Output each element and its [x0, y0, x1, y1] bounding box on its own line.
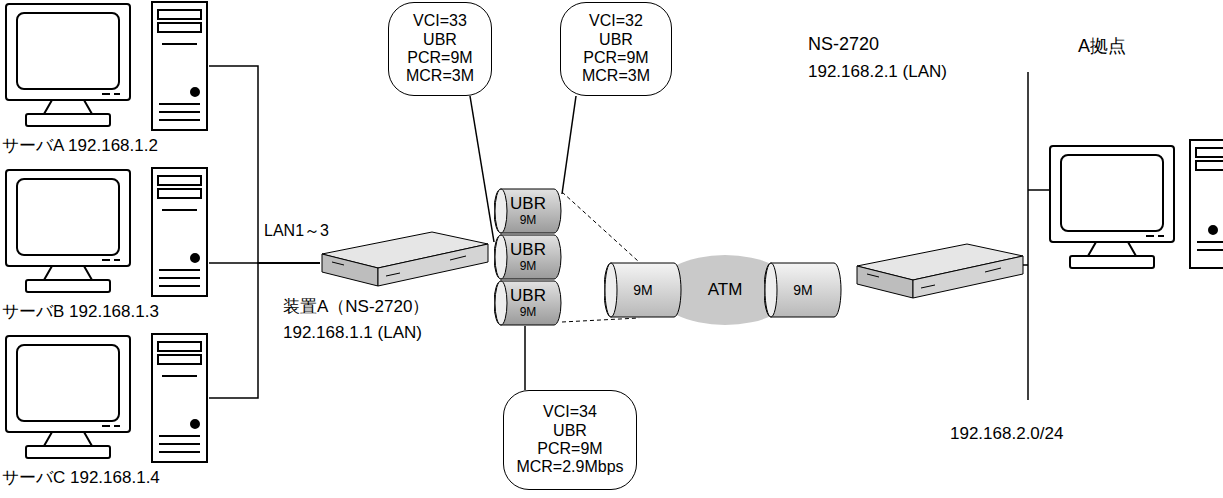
- callout-bubble: VCI=34UBRPCR=9MMCR=2.9Mbps: [503, 390, 637, 490]
- label-holder: 192.168.2.1 (LAN): [808, 62, 947, 82]
- pipe-label: 9M: [633, 282, 652, 298]
- text-stack: VCI=32UBRPCR=9MMCR=3M: [561, 3, 671, 95]
- device-caption: 装置A（NS-2720）192.168.1.1 (LAN): [283, 294, 429, 345]
- router-device: 装置A（NS-2720）192.168.1.1 (LAN): [320, 226, 490, 288]
- callout-text: VCI=33: [413, 12, 467, 30]
- atm-pipe: 9M: [764, 262, 842, 318]
- pipe-label: 9M: [520, 214, 537, 228]
- server-icon: [2, 166, 209, 298]
- pipe-label: 9M: [793, 282, 812, 298]
- text-stack: UBR9M: [494, 234, 562, 280]
- callout-text: PCR=9M: [583, 49, 648, 67]
- server-caption: サーバA 192.168.1.2: [2, 136, 158, 156]
- server-icon: [2, 0, 209, 132]
- pipe-label: UBR: [510, 240, 546, 260]
- server-caption: サーバC 192.168.1.4: [2, 468, 160, 488]
- plain-label: NS-2720: [808, 34, 879, 55]
- callout-text: PCR=9M: [537, 440, 602, 458]
- plain-label: 192.168.2.1 (LAN): [808, 62, 947, 82]
- server-label: サーバB 192.168.1.3: [2, 302, 159, 322]
- atm-pipe: 9M: [604, 262, 682, 318]
- text-stack: 9M: [764, 262, 842, 318]
- text-stack: VCI=33UBRPCR=9MMCR=3M: [389, 3, 491, 95]
- ubr-pipe: UBR9M: [494, 234, 562, 280]
- connector-line: [470, 96, 494, 242]
- lan-drop: [1028, 189, 1050, 191]
- server-computer: サーバA 192.168.1.2: [2, 0, 209, 158]
- dashed-link: [562, 192, 639, 262]
- label-holder: NS-2720: [808, 34, 879, 55]
- callout-text: UBR: [553, 422, 587, 440]
- callout-text: VCI=34: [543, 403, 597, 421]
- label-holder: LAN1～3: [264, 222, 329, 240]
- router-icon: [320, 226, 490, 288]
- callout-bubble: VCI=32UBRPCR=9MMCR=3M: [560, 2, 672, 96]
- ubr-pipe: UBR9M: [494, 280, 562, 326]
- callout-text: UBR: [599, 31, 633, 49]
- callout-text: UBR: [423, 31, 457, 49]
- remote-router: [857, 244, 1023, 298]
- label-holder: A拠点: [1078, 36, 1126, 57]
- pipe-label: ATM: [708, 280, 743, 300]
- callout-text: MCR=3M: [406, 67, 474, 85]
- server-icon: [2, 332, 209, 464]
- ubr-pipe: UBR9M: [494, 188, 562, 234]
- lan-segment: [1027, 72, 1029, 400]
- plain-label: 192.168.2.0/24: [950, 424, 1063, 444]
- callout-bubble: VCI=33UBRPCR=9MMCR=3M: [388, 2, 492, 96]
- device-label: 192.168.1.1 (LAN): [283, 320, 429, 346]
- server-label: サーバC 192.168.1.4: [2, 468, 160, 488]
- pipe-label: 9M: [520, 306, 537, 320]
- text-stack: 9M: [604, 262, 682, 318]
- server-computer: サーバB 192.168.1.3: [2, 166, 209, 324]
- callout-text: MCR=2.9Mbps: [516, 458, 623, 476]
- pipe-label: UBR: [510, 194, 546, 214]
- dashed-link: [562, 318, 639, 322]
- remote-pc: [1050, 140, 1223, 268]
- label-holder: 192.168.2.0/24: [950, 424, 1063, 444]
- text-stack: UBR9M: [494, 280, 562, 326]
- plain-label: A拠点: [1078, 36, 1126, 57]
- server-caption: サーバB 192.168.1.3: [2, 302, 159, 322]
- device-label: 装置A（NS-2720）: [283, 294, 429, 320]
- callout-text: PCR=9M: [407, 49, 472, 67]
- connector-line: [562, 96, 576, 194]
- text-stack: UBR9M: [494, 188, 562, 234]
- server-computer: サーバC 192.168.1.4: [2, 332, 209, 490]
- pipe-label: UBR: [510, 286, 546, 306]
- callout-text: MCR=3M: [582, 67, 650, 85]
- text-stack: VCI=34UBRPCR=9MMCR=2.9Mbps: [504, 391, 636, 489]
- connector-line: [524, 326, 526, 390]
- callout-text: VCI=32: [589, 12, 643, 30]
- server-label: サーバA 192.168.1.2: [2, 136, 158, 156]
- plain-label: LAN1～3: [264, 222, 329, 240]
- pipe-label: 9M: [520, 260, 537, 274]
